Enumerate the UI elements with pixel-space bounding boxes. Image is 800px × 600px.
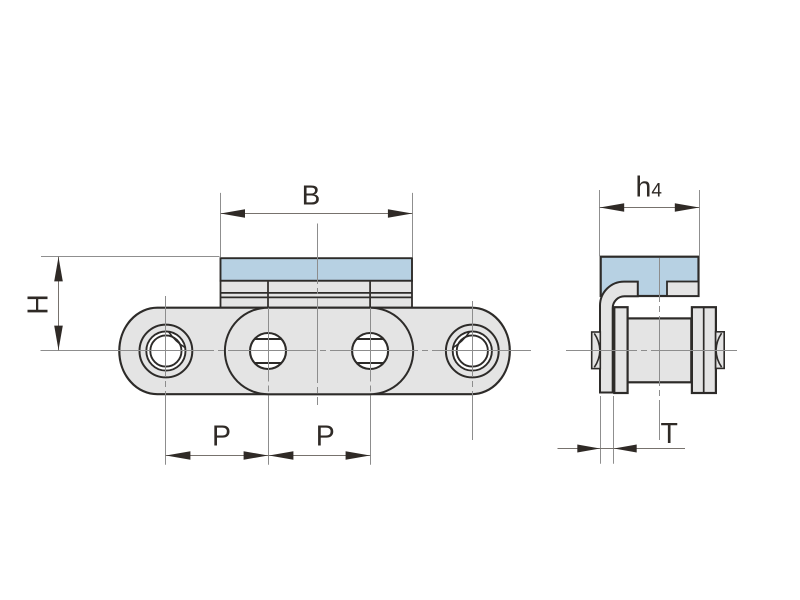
svg-text:P: P [316,421,335,453]
svg-text:H: H [22,294,54,315]
svg-text:P: P [212,421,231,453]
svg-text:B: B [302,180,321,211]
svg-text:T: T [660,418,677,450]
